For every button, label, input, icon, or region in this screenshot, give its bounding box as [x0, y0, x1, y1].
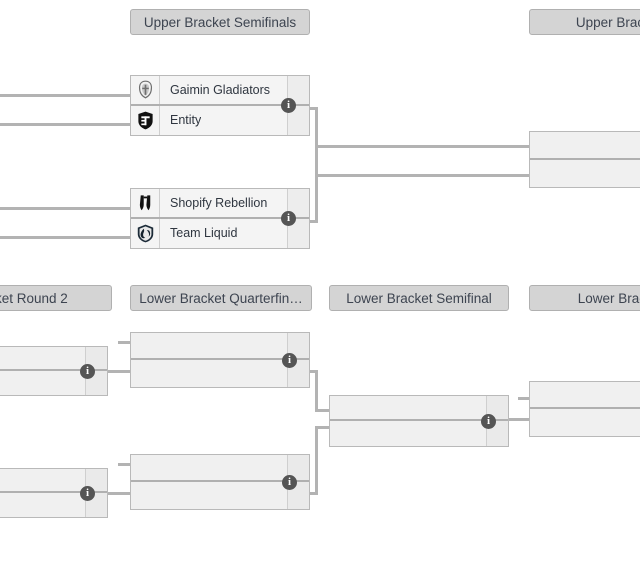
match-row[interactable]	[131, 455, 309, 482]
match-info-icon[interactable]: i	[282, 475, 297, 490]
match-lower-bracket-semifinal[interactable]: i	[329, 395, 509, 447]
match-row[interactable]: Shopify Rebellion	[131, 189, 309, 219]
match-row[interactable]	[131, 360, 309, 387]
score-cell	[287, 76, 309, 104]
shopify-rebellion-logo-glyph	[139, 195, 150, 211]
connector-ubf-top-in	[315, 145, 530, 148]
team-liquid-logo-glyph	[137, 224, 153, 243]
round-header-upper-bracket-semifinals[interactable]: Upper Bracket Semifinals	[130, 9, 310, 35]
match-row[interactable]	[131, 482, 309, 509]
connector-ubf-bottom-in	[315, 174, 530, 177]
team-name: Shopify Rebellion	[170, 195, 268, 210]
connector-ubsf2-out	[310, 220, 318, 223]
match-lower-bracket-final[interactable]	[529, 381, 640, 437]
score-cell	[287, 189, 309, 217]
match-info-icon[interactable]: i	[281, 211, 296, 226]
score-cell	[486, 396, 508, 419]
match-row[interactable]	[330, 396, 508, 421]
connector-ubsf2-vertical	[315, 168, 318, 223]
gaimin-gladiators-logo	[131, 76, 160, 104]
round-header-lower-bracket-round-2[interactable]: racket Round 2	[0, 285, 112, 311]
connector-lbqf2-out	[310, 492, 318, 495]
connector-feed-ubsf2-bottom	[0, 236, 130, 239]
gaimin-gladiators-logo-glyph	[138, 80, 152, 99]
match-row[interactable]	[530, 159, 640, 187]
match-lower-bracket-round-2-2[interactable]: i	[0, 468, 108, 518]
match-row[interactable]: Gaimin Gladiators	[131, 76, 309, 106]
match-info-icon[interactable]: i	[80, 486, 95, 501]
match-info-icon[interactable]: i	[281, 98, 296, 113]
score-cell	[85, 469, 107, 491]
connector-lbqf1-vertical	[315, 370, 318, 412]
score-cell	[287, 455, 309, 480]
connector-lbsf-top-in	[315, 409, 330, 412]
match-lower-bracket-quarterfinal-1[interactable]: i	[130, 332, 310, 388]
connector-lbqf2-vertical	[315, 426, 318, 495]
match-row[interactable]: Team Liquid	[131, 218, 309, 248]
round-header-upper-bracket-final[interactable]: Upper Bracket	[529, 9, 640, 35]
match-row[interactable]	[131, 333, 309, 360]
connector-feed-ubsf2-top	[0, 207, 130, 210]
connector-lbqf1-out	[310, 370, 318, 373]
connector-feed-ubsf1-top	[0, 94, 130, 97]
match-lower-bracket-quarterfinal-2[interactable]: i	[130, 454, 310, 510]
connector-lbr2m1-out	[107, 370, 130, 373]
match-row[interactable]	[530, 132, 640, 160]
match-row[interactable]	[0, 469, 107, 493]
match-row[interactable]	[530, 382, 640, 409]
entity-logo	[131, 105, 160, 135]
entity-logo-glyph	[137, 111, 153, 130]
match-row[interactable]	[530, 409, 640, 436]
match-row[interactable]: Entity	[131, 105, 309, 135]
connector-lbqf2-top-in	[118, 463, 130, 466]
team-liquid-logo	[131, 218, 160, 248]
match-info-icon[interactable]: i	[481, 414, 496, 429]
score-cell	[287, 105, 309, 135]
shopify-rebellion-logo	[131, 189, 160, 217]
round-header-lower-bracket-quarterfinals[interactable]: Lower Bracket Quarterfin…	[130, 285, 312, 311]
score-cell	[287, 333, 309, 358]
team-name: Gaimin Gladiators	[170, 82, 271, 97]
team-name: Team Liquid	[170, 226, 238, 241]
match-info-icon[interactable]: i	[282, 353, 297, 368]
connector-lbsf-out	[508, 418, 530, 421]
connector-lbsf-bottom-in	[315, 426, 330, 429]
connector-ubsf1-vertical	[315, 107, 318, 168]
match-row[interactable]	[0, 493, 107, 517]
round-header-lower-bracket-final[interactable]: Lower Bracke	[529, 285, 640, 311]
score-cell	[287, 218, 309, 248]
round-header-lower-bracket-semifinal[interactable]: Lower Bracket Semifinal	[329, 285, 509, 311]
connector-lbqf1-top-in	[118, 341, 130, 344]
connector-lbr2m2-out	[107, 492, 130, 495]
connector-lbf-top-in	[518, 397, 530, 400]
connector-feed-ubsf1-bottom	[0, 123, 130, 126]
match-lower-bracket-round-2-1[interactable]: i	[0, 346, 108, 396]
match-upper-bracket-final[interactable]	[529, 131, 640, 188]
connector-ubsf1-out	[310, 107, 318, 110]
team-name: Entity	[170, 113, 202, 128]
match-info-icon[interactable]: i	[80, 364, 95, 379]
match-upper-bracket-semifinal-2[interactable]: Shopify Rebellion Team Liquid i	[130, 188, 310, 249]
score-cell	[85, 347, 107, 369]
match-upper-bracket-semifinal-1[interactable]: Gaimin Gladiators Entity i	[130, 75, 310, 136]
